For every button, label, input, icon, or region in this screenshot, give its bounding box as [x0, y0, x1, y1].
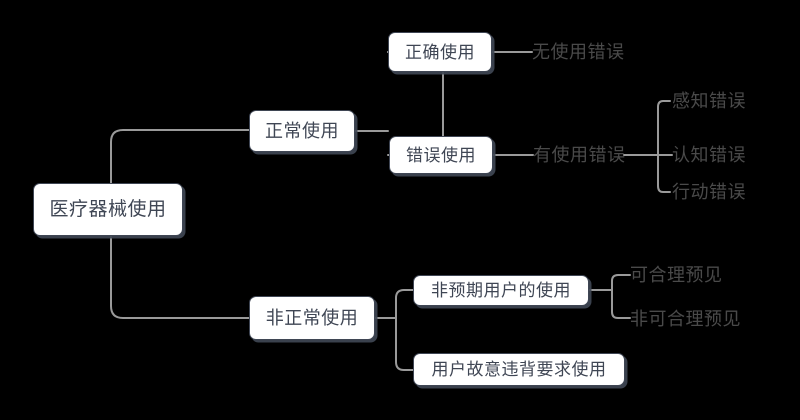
node-deliberate-violation-use-label: 用户故意违背要求使用: [431, 360, 607, 379]
node-root-label: 医疗器械使用: [49, 199, 167, 220]
node-abnormal-use-label: 非正常使用: [265, 308, 359, 328]
node-has-use-error-label: 有使用错误: [533, 145, 626, 165]
node-not-reasonably-foreseeable-label: 非可合理预见: [630, 309, 741, 329]
node-normal-use[interactable]: 正常使用: [249, 110, 355, 152]
node-correct-use[interactable]: 正确使用: [388, 32, 492, 72]
node-not-reasonably-foreseeable[interactable]: 非可合理预见: [630, 305, 790, 333]
node-cognition-error-label: 认知错误: [672, 145, 746, 165]
node-action-error-label: 行动错误: [672, 182, 746, 202]
node-perception-error-label: 感知错误: [672, 91, 746, 111]
node-unintended-user-use[interactable]: 非预期用户的使用: [413, 275, 589, 306]
node-root[interactable]: 医疗器械使用: [33, 183, 183, 236]
node-abnormal-use[interactable]: 非正常使用: [249, 296, 375, 340]
node-reasonably-foreseeable-label: 可合理预见: [630, 265, 723, 285]
node-action-error[interactable]: 行动错误: [672, 178, 782, 206]
node-wrong-use-label: 错误使用: [406, 145, 476, 165]
node-unintended-user-use-label: 非预期用户的使用: [431, 281, 571, 300]
node-has-use-error[interactable]: 有使用错误: [533, 141, 653, 169]
node-no-use-error[interactable]: 无使用错误: [532, 38, 652, 66]
node-normal-use-label: 正常使用: [265, 121, 339, 141]
node-wrong-use[interactable]: 错误使用: [389, 136, 493, 174]
node-deliberate-violation-use[interactable]: 用户故意违背要求使用: [413, 353, 625, 386]
node-no-use-error-label: 无使用错误: [532, 42, 625, 62]
node-perception-error[interactable]: 感知错误: [672, 87, 782, 115]
node-correct-use-label: 正确使用: [405, 42, 475, 62]
node-reasonably-foreseeable[interactable]: 可合理预见: [630, 261, 770, 289]
node-cognition-error[interactable]: 认知错误: [672, 141, 782, 169]
